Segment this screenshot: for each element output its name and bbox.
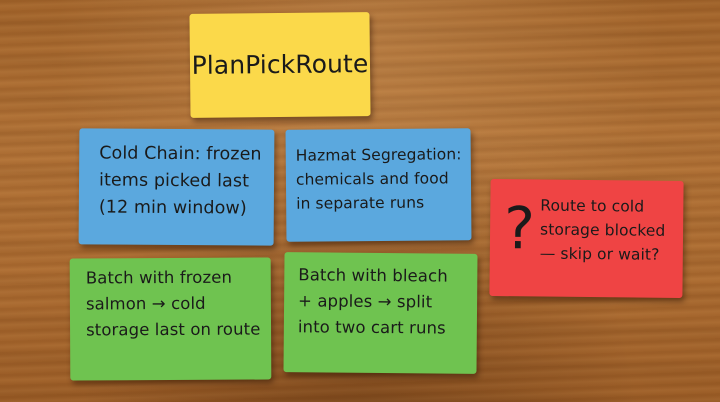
batch-bleach-sticky-note: Batch with bleach + apples → split into …: [283, 252, 478, 374]
cold-chain-sticky-note: Cold Chain: frozen items picked last (12…: [78, 128, 275, 246]
question-sticky-note: ? Route to cold storage blocked — skip o…: [489, 178, 684, 299]
batch-salmon-sticky-note: Batch with frozen salmon → cold storage …: [69, 257, 272, 381]
question-note-text: Route to cold storage blocked — skip or …: [539, 196, 666, 264]
batch-bleach-note-text: Batch with bleach + apples → split into …: [297, 265, 448, 338]
title-note-text: PlanPickRoute: [191, 49, 369, 81]
question-mark-glyph: ?: [503, 194, 536, 263]
hazmat-note-text: Hazmat Segregation: chemicals and food i…: [295, 145, 462, 213]
batch-salmon-note-text: Batch with frozen salmon → cold storage …: [85, 267, 261, 340]
cold-chain-note-text: Cold Chain: frozen items picked last (12…: [98, 143, 262, 219]
title-sticky-note: PlanPickRoute: [189, 12, 371, 118]
hazmat-sticky-note: Hazmat Segregation: chemicals and food i…: [285, 128, 472, 242]
